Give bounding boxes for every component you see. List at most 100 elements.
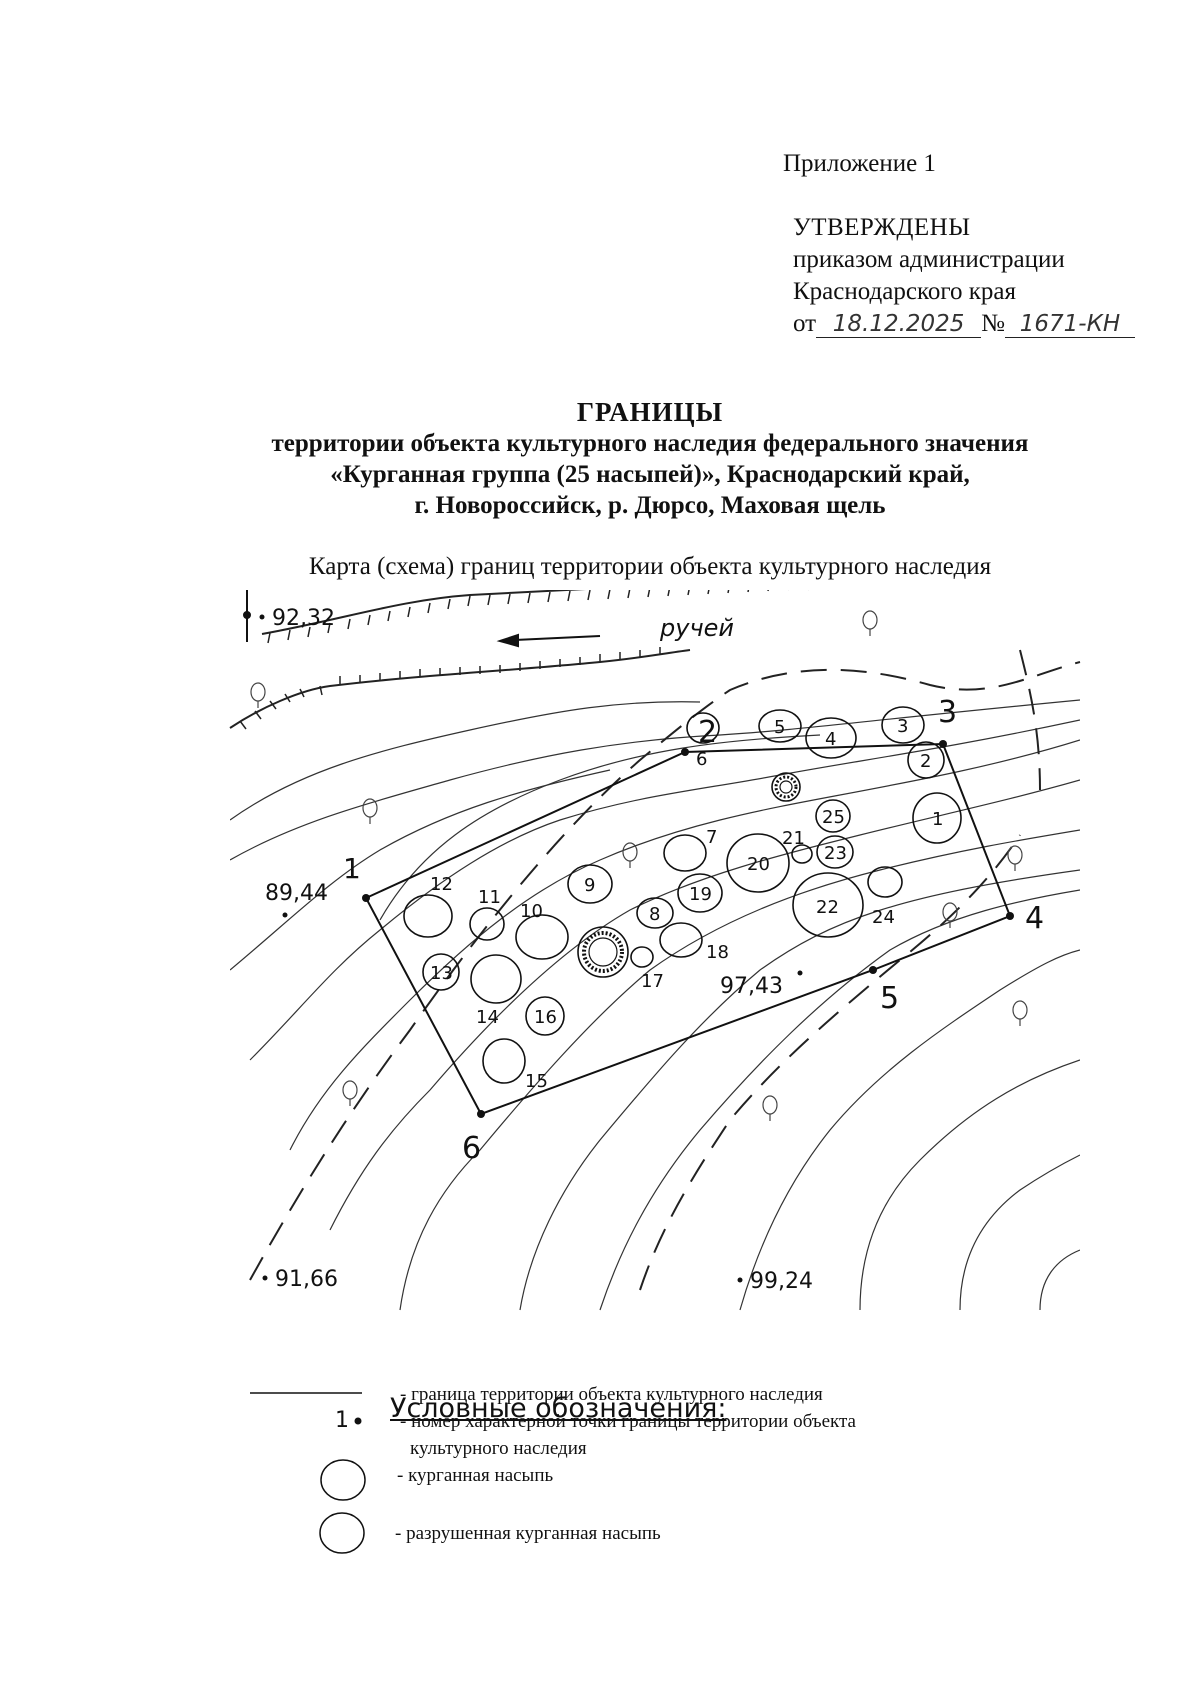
date-handwritten: 18.12.2025 — [832, 311, 965, 337]
elevation-marks: 92,32 89,44 97,43 91,66 99,24 — [259, 606, 813, 1294]
destroyed-mounds — [577, 772, 801, 978]
legend-title: Условные обозначения: — [390, 1393, 727, 1424]
approval-date-number: от 18.12.2025 № 1671-КН — [793, 308, 1135, 340]
mound-10 — [515, 914, 569, 960]
mound-label: 13 — [430, 963, 453, 984]
legend-boundary-text: - граница территории объекта культурного… — [400, 1384, 823, 1405]
mound-25 — [815, 799, 851, 833]
mound-11 — [469, 907, 505, 941]
mound-4 — [805, 717, 857, 759]
approval-block: УТВЕРЖДЕНЫ приказом администрации Красно… — [793, 212, 1135, 340]
mound-6 — [686, 712, 720, 744]
legend-mound-symbol — [320, 1459, 366, 1501]
mound-14 — [470, 954, 522, 1004]
mound-22 — [792, 872, 864, 938]
mound-label: 19 — [689, 884, 712, 905]
mound-7 — [663, 834, 707, 872]
elevation-label: 91,66 — [275, 1267, 338, 1292]
contour-lines — [230, 699, 1080, 1311]
boundary-point-label: 6 — [462, 1131, 481, 1166]
boundary-point-label: 5 — [880, 981, 899, 1016]
benchmark-marker — [243, 590, 251, 642]
boundary-point-label: 4 — [1025, 901, 1044, 936]
mound-label: 18 — [706, 942, 729, 963]
mound-19 — [677, 873, 723, 913]
mound-label: 12 — [430, 874, 453, 895]
mound-label: 2 — [920, 751, 931, 772]
boundary-polygon — [364, 742, 1012, 1116]
mound-label: 6 — [696, 749, 707, 770]
mound-label: 16 — [534, 1007, 557, 1028]
mound-label: 5 — [774, 717, 785, 738]
elevation-label: 89,44 — [265, 881, 328, 906]
mound-15 — [482, 1038, 526, 1084]
mound-5 — [758, 709, 802, 743]
number-prefix: № — [981, 310, 1005, 337]
mound-label: 17 — [641, 971, 664, 992]
elevation-label: 97,43 — [720, 974, 783, 999]
mound-9 — [567, 864, 613, 904]
destroyed-mound — [771, 772, 801, 802]
number-field: 1671-КН — [1004, 311, 1135, 338]
destroyed-mound — [577, 926, 629, 978]
elevation-label: 99,24 — [750, 1269, 813, 1294]
mound-label: 8 — [649, 904, 660, 925]
legend-point-number: 1 — [335, 1408, 349, 1433]
mound-16 — [525, 996, 565, 1036]
mound-label: 22 — [816, 897, 839, 918]
mound-label: 1 — [932, 809, 943, 830]
mound-17 — [630, 946, 654, 968]
mound-3 — [881, 706, 925, 744]
mound-20 — [726, 833, 790, 893]
mound-8 — [636, 897, 674, 929]
number-handwritten: 1671-КН — [1019, 311, 1121, 337]
scarp-ticks — [239, 590, 809, 730]
map-caption: Карта (схема) границ территории объекта … — [308, 553, 992, 580]
title-line1: территории объекта культурного наследия … — [271, 430, 1029, 457]
dirt-road — [249, 649, 1081, 1291]
legend-point-text-line2: культурного наследия — [410, 1438, 587, 1459]
mound-2 — [907, 741, 945, 779]
stream-arrow — [496, 633, 601, 648]
boundary-point-label: 3 — [938, 695, 957, 730]
approved-by-line1: приказом администрации — [793, 246, 1065, 273]
mound-21 — [791, 844, 813, 864]
burial-mounds — [403, 706, 962, 1084]
approved-heading: УТВЕРЖДЕНЫ — [793, 214, 971, 241]
mound-24 — [867, 866, 903, 898]
title-main: ГРАНИЦЫ — [576, 397, 724, 427]
tree-symbols — [250, 610, 1028, 1121]
mound-1 — [912, 792, 962, 844]
boundary-point-label: 1 — [343, 852, 361, 885]
mound-label: 3 — [897, 716, 908, 737]
mound-label: 21 — [782, 828, 805, 849]
approved-by-line2: Краснодарского края — [793, 278, 1016, 305]
mound-23 — [816, 835, 854, 869]
mound-label: 11 — [478, 887, 501, 908]
appendix-label: Приложение 1 — [783, 150, 936, 177]
date-field: 18.12.2025 — [816, 311, 982, 338]
title-line2: «Курганная группа (25 насыпей)», Краснод… — [330, 461, 970, 488]
legend-point-symbol — [354, 1417, 362, 1425]
mound-label: 14 — [476, 1007, 499, 1028]
boundary-map: ручей 92,32 89,44 97,43 91,66 99,24 — [229, 590, 1081, 1311]
mound-label: 7 — [706, 827, 717, 848]
mound-13 — [422, 953, 460, 991]
date-prefix: от — [793, 310, 817, 337]
mound-label: 4 — [825, 729, 836, 750]
legend-destroyed-mound-symbol — [319, 1512, 365, 1554]
boundary-point-label: 2 — [698, 715, 717, 750]
legend-mound-text: - курганная насыпь — [397, 1465, 554, 1486]
mound-label: 24 — [872, 907, 895, 928]
mound-18 — [659, 922, 703, 958]
mound-label: 23 — [824, 843, 847, 864]
stream-label: ручей — [659, 614, 734, 642]
boundary-points: 1 2 3 4 5 6 — [343, 695, 1044, 1166]
mound-label: 25 — [822, 807, 845, 828]
title-line3: г. Новороссийск, р. Дюрсо, Маховая щель — [414, 492, 886, 519]
mound-labels: 1 2 3 4 5 6 7 8 9 10 11 12 13 14 15 16 1… — [430, 716, 943, 1092]
mound-12 — [403, 894, 453, 938]
mound-label: 10 — [520, 901, 543, 922]
mound-label: 9 — [584, 875, 595, 896]
legend-boundary-symbol — [250, 1392, 362, 1394]
